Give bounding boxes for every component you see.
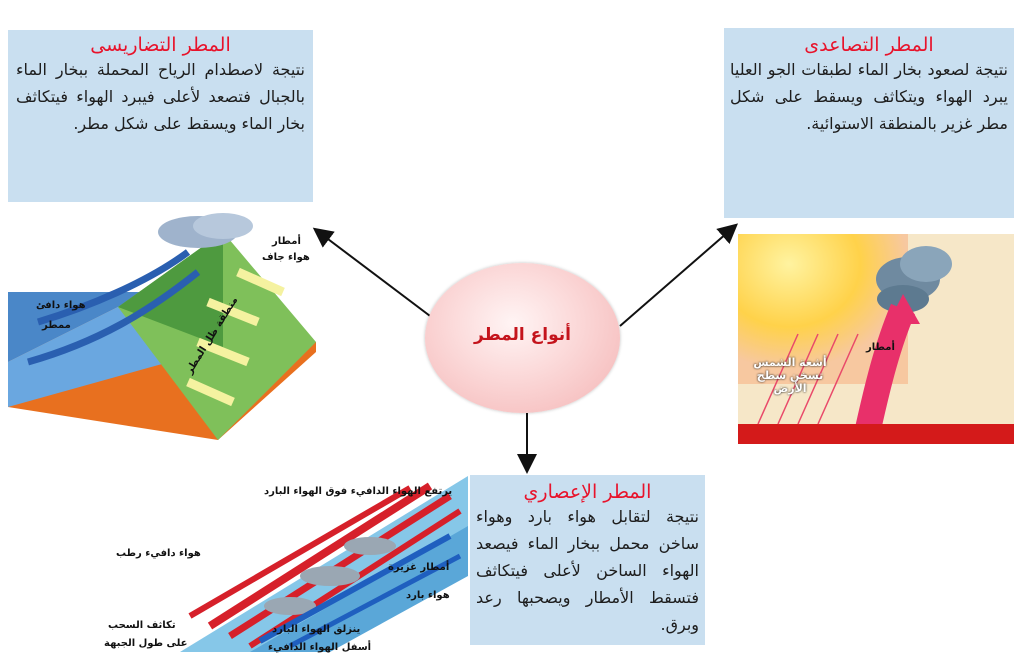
- front-label-slides: ينزلق الهواء البارد: [272, 624, 360, 635]
- frontal-rain-box: المطر الإعصاري نتيجة لتقابل هواء بارد وه…: [470, 475, 705, 645]
- convectional-rain-illustration: [738, 234, 1014, 444]
- front-label-along: على طول الجبهة: [104, 638, 188, 649]
- rain-types-label: أنواع المطر: [425, 325, 620, 345]
- convectional-rain-box: المطر التصاعدى نتيجة لصعود بخار الماء لط…: [724, 28, 1014, 218]
- conv-label-rain: أمطار: [866, 342, 895, 353]
- convectional-rain-text: نتيجة لصعود بخار الماء لطبقات الجو العلي…: [730, 56, 1008, 137]
- frontal-rain-text: نتيجة لتقابل هواء بارد وهواء ساخن محمل ب…: [476, 503, 699, 638]
- convectional-rain-title: المطر التصاعدى: [730, 34, 1008, 56]
- oro-label-rainy: ممطر: [42, 320, 71, 331]
- orographic-rain-text: نتيجة لاصطدام الرياح المحملة ببخار الماء…: [16, 56, 305, 137]
- conv-label-sun: أشعة الشمس تسخن سطح الأرض: [752, 356, 828, 395]
- front-label-condense: تكاثف السحب: [108, 620, 176, 631]
- rain-types-circle: أنواع المطر: [425, 263, 620, 413]
- front-label-rises: يرتفع الهواء الدافيء فوق الهواء البارد: [264, 486, 452, 497]
- orographic-rain-box: المطر التضاريسى نتيجة لاصطدام الرياح الم…: [8, 30, 313, 202]
- orographic-rain-title: المطر التضاريسى: [16, 34, 305, 56]
- arrow-to-orographic: [316, 230, 438, 322]
- oro-label-warm-air: هواء دافئ: [36, 300, 86, 311]
- front-label-below: أسفل الهواء الدافيء: [268, 642, 371, 653]
- oro-label-rain: أمطار: [272, 236, 301, 247]
- front-label-heavy: أمطار غزيرة: [388, 562, 449, 573]
- front-label-cold: هواء بارد: [406, 590, 450, 601]
- arrow-to-convectional: [620, 226, 735, 326]
- frontal-rain-title: المطر الإعصاري: [476, 481, 699, 503]
- oro-label-dry-air: هواء جاف: [262, 252, 310, 263]
- front-label-humid: هواء دافيء رطب: [116, 548, 201, 559]
